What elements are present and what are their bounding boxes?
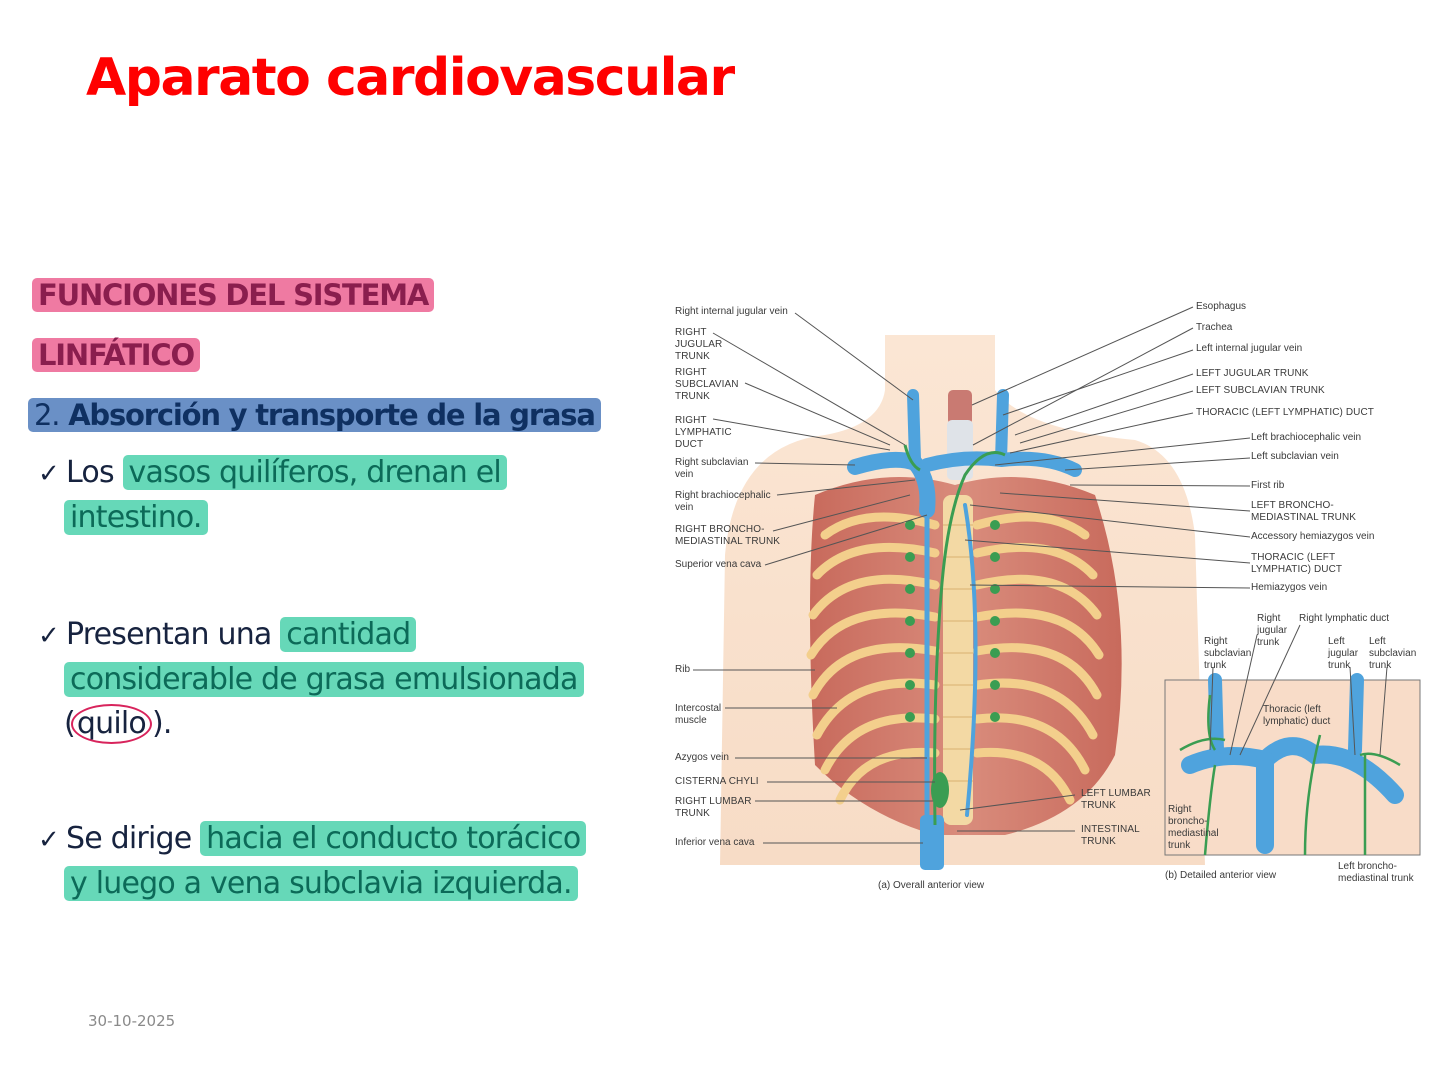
label-right-subclavian-trunk: RIGHT SUBCLAVIAN TRUNK xyxy=(675,367,739,402)
bullet-line3: (quilo). xyxy=(38,702,668,746)
label-left-subclavian-trunk: LEFT SUBCLAVIAN TRUNK xyxy=(1196,385,1325,396)
label-rib: Rib xyxy=(675,664,691,675)
label-detail-right-bronchomediastinal-trunk: Right broncho- mediastinal trunk xyxy=(1168,804,1219,851)
label-intestinal-trunk: INTESTINAL TRUNK xyxy=(1081,824,1140,847)
bullet-highlight: y luego a vena subclavia izquierda. xyxy=(64,866,578,901)
label-thoracic-duct-top: THORACIC (LEFT LYMPHATIC) DUCT xyxy=(1196,407,1375,418)
label-right-jugular-trunk: RIGHT JUGULAR TRUNK xyxy=(675,327,723,362)
heading-line1-text: FUNCIONES DEL SISTEMA xyxy=(32,278,435,312)
circled-term-quilo: quilo xyxy=(70,704,152,744)
bullet-highlight: cantidad xyxy=(280,617,417,652)
section-heading-line2: LINFÁTICO xyxy=(32,338,200,372)
label-intercostal-muscle: Intercostal muscle xyxy=(675,703,722,726)
label-cisterna-chyli: CISTERNA CHYLI xyxy=(675,776,759,787)
open-paren: ( xyxy=(64,706,76,741)
lymphatic-system-figure: Right internal jugular vein RIGHT JUGULA… xyxy=(665,295,1435,900)
label-detail-left-subclavian-trunk: Left subclavian trunk xyxy=(1369,636,1417,671)
label-detail-right-lymphatic-duct: Right lymphatic duct xyxy=(1299,613,1390,624)
checkmark-icon: ✓ xyxy=(38,621,60,651)
bullet-item: ✓Presentan una cantidad considerable de … xyxy=(38,613,668,746)
label-right-subclavian-vein: Right subclavian vein xyxy=(675,457,749,480)
bullet-line2: considerable de grasa emulsionada xyxy=(38,658,668,702)
label-detail-left-bronchomediastinal-trunk: Left broncho- mediastinal trunk xyxy=(1338,861,1414,884)
subheading-number: 2. xyxy=(34,398,60,432)
label-left-internal-jugular-vein: Left internal jugular vein xyxy=(1196,343,1303,354)
label-first-rib: First rib xyxy=(1251,480,1285,491)
slide-title: Aparato cardiovascular xyxy=(86,48,735,108)
label-right-bronchomediastinal-trunk: RIGHT BRONCHO- MEDIASTINAL TRUNK xyxy=(675,524,781,547)
caption-detailed-anterior-view: (b) Detailed anterior view xyxy=(1165,870,1277,881)
label-detail-right-subclavian-trunk: Right subclavian trunk xyxy=(1204,636,1252,671)
label-left-lumbar-trunk: LEFT LUMBAR TRUNK xyxy=(1081,788,1151,811)
checkmark-icon: ✓ xyxy=(38,459,60,489)
label-right-brachiocephalic-vein: Right brachiocephalic vein xyxy=(675,490,771,513)
label-hemiazygos-vein: Hemiazygos vein xyxy=(1251,582,1328,593)
subheading-text: Absorción y transporte de la grasa xyxy=(68,398,596,432)
subheading-highlight: 2. Absorción y transporte de la grasa xyxy=(28,398,601,432)
slide-date: 30-10-2025 xyxy=(88,1012,176,1030)
label-superior-vena-cava: Superior vena cava xyxy=(675,559,762,570)
bullet-plain-text: Presentan una xyxy=(66,617,272,652)
bullet-highlight: intestino. xyxy=(64,500,208,535)
bullet-plain-text: Los xyxy=(66,455,115,490)
bullet-highlight: hacia el conducto torácico xyxy=(200,821,587,856)
section-heading-line1: FUNCIONES DEL SISTEMA xyxy=(32,278,435,312)
label-right-lymphatic-duct: RIGHT LYMPHATIC DUCT xyxy=(675,415,732,450)
label-azygos-vein: Azygos vein xyxy=(675,752,729,763)
heading-line2-text: LINFÁTICO xyxy=(32,338,200,372)
label-right-internal-jugular-vein: Right internal jugular vein xyxy=(675,306,788,317)
label-right-lumbar-trunk: RIGHT LUMBAR TRUNK xyxy=(675,796,752,819)
label-left-bronchomediastinal-trunk: LEFT BRONCHO- MEDIASTINAL TRUNK xyxy=(1251,500,1357,523)
checkmark-icon: ✓ xyxy=(38,825,60,855)
label-accessory-hemiazygos-vein: Accessory hemiazygos vein xyxy=(1251,531,1375,542)
label-left-brachiocephalic-vein: Left brachiocephalic vein xyxy=(1251,432,1362,443)
bullet-item: ✓Los vasos quilíferos, drenan el intesti… xyxy=(38,451,668,540)
label-left-jugular-trunk: LEFT JUGULAR TRUNK xyxy=(1196,368,1309,379)
label-esophagus: Esophagus xyxy=(1196,301,1247,312)
label-detail-right-jugular-trunk: Right jugular trunk xyxy=(1257,613,1288,648)
label-detail-thoracic-duct: Thoracic (left lymphatic) duct xyxy=(1263,704,1331,727)
close-paren: ). xyxy=(152,706,172,741)
label-detail-left-jugular-trunk: Left jugular trunk xyxy=(1328,636,1359,671)
label-left-subclavian-vein: Left subclavian vein xyxy=(1251,451,1339,462)
bullet-item: ✓Se dirige hacia el conducto torácico y … xyxy=(38,817,668,906)
bullet-line2: y luego a vena subclavia izquierda. xyxy=(38,862,668,906)
thorax-illustration xyxy=(693,306,1421,870)
subheading: 2. Absorción y transporte de la grasa xyxy=(28,398,601,432)
bullet-highlight: vasos quilíferos, drenan el xyxy=(122,455,507,490)
label-trachea: Trachea xyxy=(1196,322,1233,333)
bullet-line2: intestino. xyxy=(38,496,668,540)
label-thoracic-duct-mid: THORACIC (LEFT LYMPHATIC) DUCT xyxy=(1251,552,1343,575)
label-inferior-vena-cava: Inferior vena cava xyxy=(675,837,755,848)
bullet-highlight: considerable de grasa emulsionada xyxy=(64,662,584,697)
bullet-plain-text: Se dirige xyxy=(66,821,192,856)
caption-overall-anterior-view: (a) Overall anterior view xyxy=(878,880,985,891)
